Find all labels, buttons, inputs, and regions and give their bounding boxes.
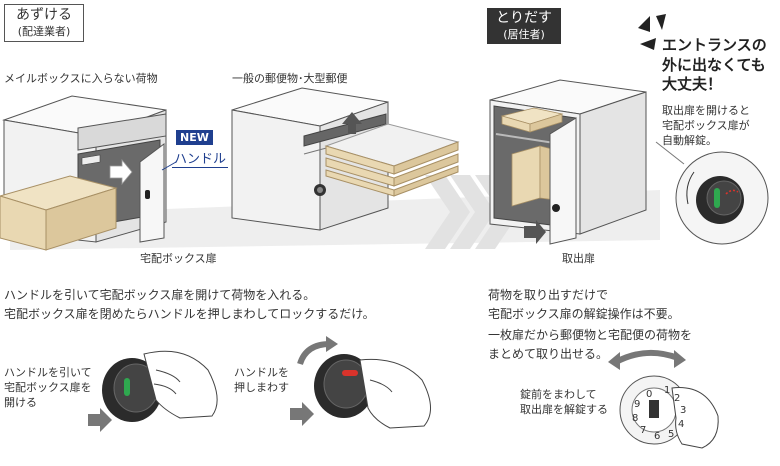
pickup-tag: とりだす (居住者): [487, 8, 561, 44]
deposit-tag-subtitle: (配達業者): [17, 24, 71, 38]
deposit-tag-title: あずける: [16, 7, 72, 23]
dial-digit-0: 0: [646, 389, 653, 400]
step-pull-line-3: 開ける: [4, 395, 37, 409]
deposit-desc-line-2: 宅配ボックス扉を閉めたらハンドルを押しまわしてロックするだけ。: [4, 306, 375, 321]
mail-label: 一般の郵便物･大型郵便: [232, 72, 348, 85]
step-dial-line-1: 錠前をまわして: [520, 388, 597, 401]
dial-digit-5: 5: [668, 429, 675, 440]
pickup-desc1-line-1: 荷物を取り出すだけで: [488, 288, 609, 302]
handle-label: ハンドル: [172, 148, 229, 168]
note-line-3: 自動解錠。: [662, 133, 717, 147]
dial-digit-1: 1: [664, 385, 671, 396]
callout-text: エントランスの 外に出なくても 大丈夫！: [662, 36, 767, 95]
step-pull-line-2: 宅配ボックス扉を: [4, 380, 92, 394]
dial-digit-6: 6: [654, 431, 661, 442]
new-badge: NEW: [176, 130, 213, 145]
pickup-desc2-line-1: 一枚扉だから郵便物と宅配便の荷物を: [488, 328, 693, 342]
deposit-tag: あずける (配達業者): [4, 4, 84, 42]
callout-line-3: 大丈夫！: [662, 75, 723, 93]
dial-digit-9: 9: [634, 399, 641, 410]
step-dial-text: 錠前をまわして 取出扉を解錠する: [520, 388, 608, 418]
step-push-line-1: ハンドルを: [234, 366, 289, 379]
callout-line-1: エントランスの: [662, 36, 767, 54]
step-dial-line-2: 取出扉を解錠する: [520, 402, 608, 416]
takeout-door-label: 取出扉: [562, 252, 595, 265]
step-push-line-2: 押しまわす: [234, 380, 289, 394]
pickup-tag-subtitle: (居住者): [503, 27, 545, 41]
step-push-illustration: [290, 336, 431, 429]
box-parcel-illustration: [0, 95, 177, 251]
parcel-label: メイルボックスに入らない荷物: [4, 72, 158, 85]
dial-digit-8: 8: [632, 413, 639, 424]
dial-digit-3: 3: [680, 405, 687, 416]
burst-marks: [638, 14, 666, 50]
deposit-description: ハンドルを引いて宅配ボックス扉を開けて荷物を入れる。 宅配ボックス扉を閉めたらハ…: [4, 286, 375, 323]
deposit-desc-line-1: ハンドルを引いて宅配ボックス扉を開けて荷物を入れる。: [4, 288, 316, 302]
zoom-connector: [655, 141, 685, 165]
pickup-description-1: 荷物を取り出すだけで 宅配ボックス扉の解錠操作は不要。: [488, 286, 680, 323]
auto-unlock-zoom: [675, 151, 769, 245]
pickup-desc1-line-2: 宅配ボックス扉の解錠操作は不要。: [488, 306, 680, 321]
dial-digit-7: 7: [640, 425, 647, 436]
pickup-description-2: 一枚扉だから郵便物と宅配便の荷物を まとめて取り出せる。: [488, 326, 692, 363]
step-dial-illustration: [608, 349, 719, 449]
note-line-1: 取出扉を開けると: [662, 104, 750, 117]
dial-digit-4: 4: [678, 419, 685, 430]
dial-digit-2: 2: [674, 393, 681, 404]
dial-digits: 1 2 3 4 5 6 7 8 9 0: [620, 376, 692, 448]
pickup-desc2-line-2: まとめて取り出せる。: [488, 346, 609, 361]
step-pull-line-1: ハンドルを引いて: [4, 366, 92, 379]
box-door-label: 宅配ボックス扉: [140, 252, 217, 265]
note-line-2: 宅配ボックス扉が: [662, 118, 750, 132]
box-mail-illustration: [231, 87, 460, 231]
step-pull-text: ハンドルを引いて 宅配ボックス扉を 開ける: [4, 366, 92, 411]
box-pickup-illustration: [489, 79, 647, 245]
callout-line-2: 外に出なくても: [662, 55, 766, 74]
step-pull-illustration: [88, 350, 218, 432]
auto-unlock-note: 取出扉を開けると 宅配ボックス扉が 自動解錠。: [662, 104, 750, 149]
step-push-text: ハンドルを 押しまわす: [234, 366, 289, 396]
pickup-tag-title: とりだす: [496, 10, 552, 26]
